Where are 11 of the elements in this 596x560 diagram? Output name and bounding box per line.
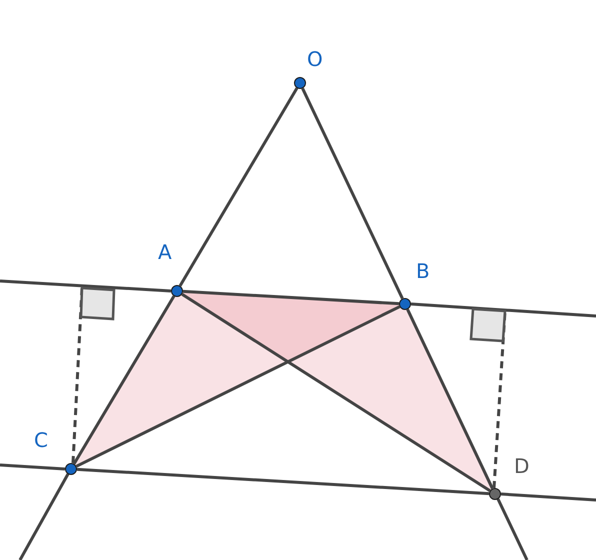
point-label: C: [34, 429, 48, 451]
line-segment: [72, 295, 176, 465]
line-segment: [76, 468, 490, 496]
line-segment: [301, 88, 404, 300]
line-segment: [178, 87, 298, 287]
line-segment: [182, 290, 400, 306]
line-segment: [406, 308, 494, 490]
point-label: D: [514, 455, 530, 477]
point-label: B: [416, 260, 430, 282]
point-label: O: [307, 48, 323, 70]
point-label: A: [158, 241, 172, 263]
